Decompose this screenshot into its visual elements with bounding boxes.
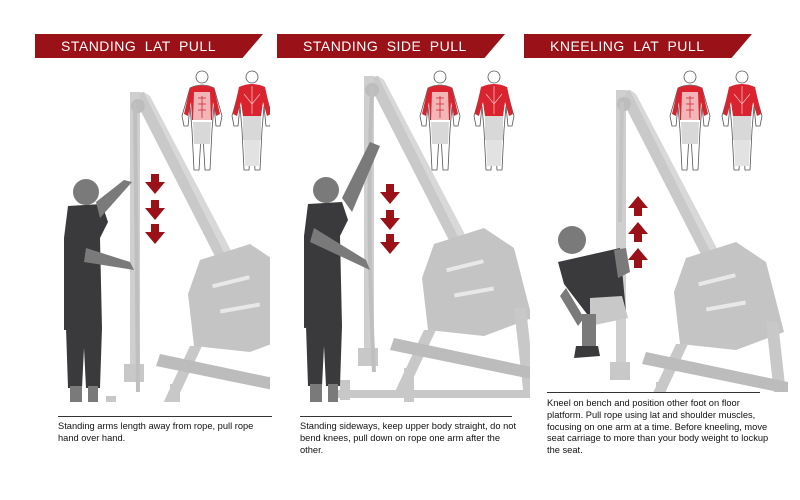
rope <box>618 101 624 223</box>
exercise-description: Standing sideways, keep upper body strai… <box>300 421 517 455</box>
exercise-title-header: KNEELING LAT PULL <box>524 34 752 58</box>
exercise-title-header: STANDING SIDE PULL <box>277 34 505 58</box>
muscle-back-icon <box>231 70 270 171</box>
exercise-description: Kneel on bench and position other foot o… <box>547 398 769 456</box>
rope <box>133 101 140 393</box>
person-illustration <box>64 179 134 402</box>
exercise-panel-kneeling-lat-pull: KNEELING LAT PULL Kneel on bench and pos… <box>524 0 800 500</box>
divider-line <box>300 416 512 417</box>
arrow-up-icon <box>628 196 648 268</box>
person-illustration <box>558 226 630 358</box>
person-illustration <box>304 142 380 402</box>
divider-line <box>58 416 272 417</box>
exercise-title: STANDING SIDE PULL <box>303 38 467 54</box>
exercise-title: STANDING LAT PULL <box>61 38 216 54</box>
divider-line <box>547 392 760 393</box>
exercise-illustration <box>304 70 530 402</box>
exercise-illustration <box>64 70 270 402</box>
exercise-panel-standing-side-pull: STANDING SIDE PULL Standing sideways, ke… <box>270 0 530 500</box>
exercise-title: KNEELING LAT PULL <box>550 38 705 54</box>
exercise-title-header: STANDING LAT PULL <box>35 34 263 58</box>
muscle-front-icon <box>181 70 223 171</box>
arrow-down-icon <box>145 174 165 244</box>
muscle-back-icon <box>721 70 763 171</box>
muscle-front-icon <box>419 70 461 171</box>
exercise-panel-standing-lat-pull: STANDING LAT PULL Standing arms length a… <box>0 0 272 500</box>
rope <box>367 85 376 373</box>
muscle-front-icon <box>669 70 711 171</box>
arrow-down-icon <box>380 184 400 254</box>
muscle-back-icon <box>473 70 515 171</box>
exercise-illustration <box>558 70 796 392</box>
exercise-description: Standing arms length away from rope, pul… <box>58 421 254 443</box>
